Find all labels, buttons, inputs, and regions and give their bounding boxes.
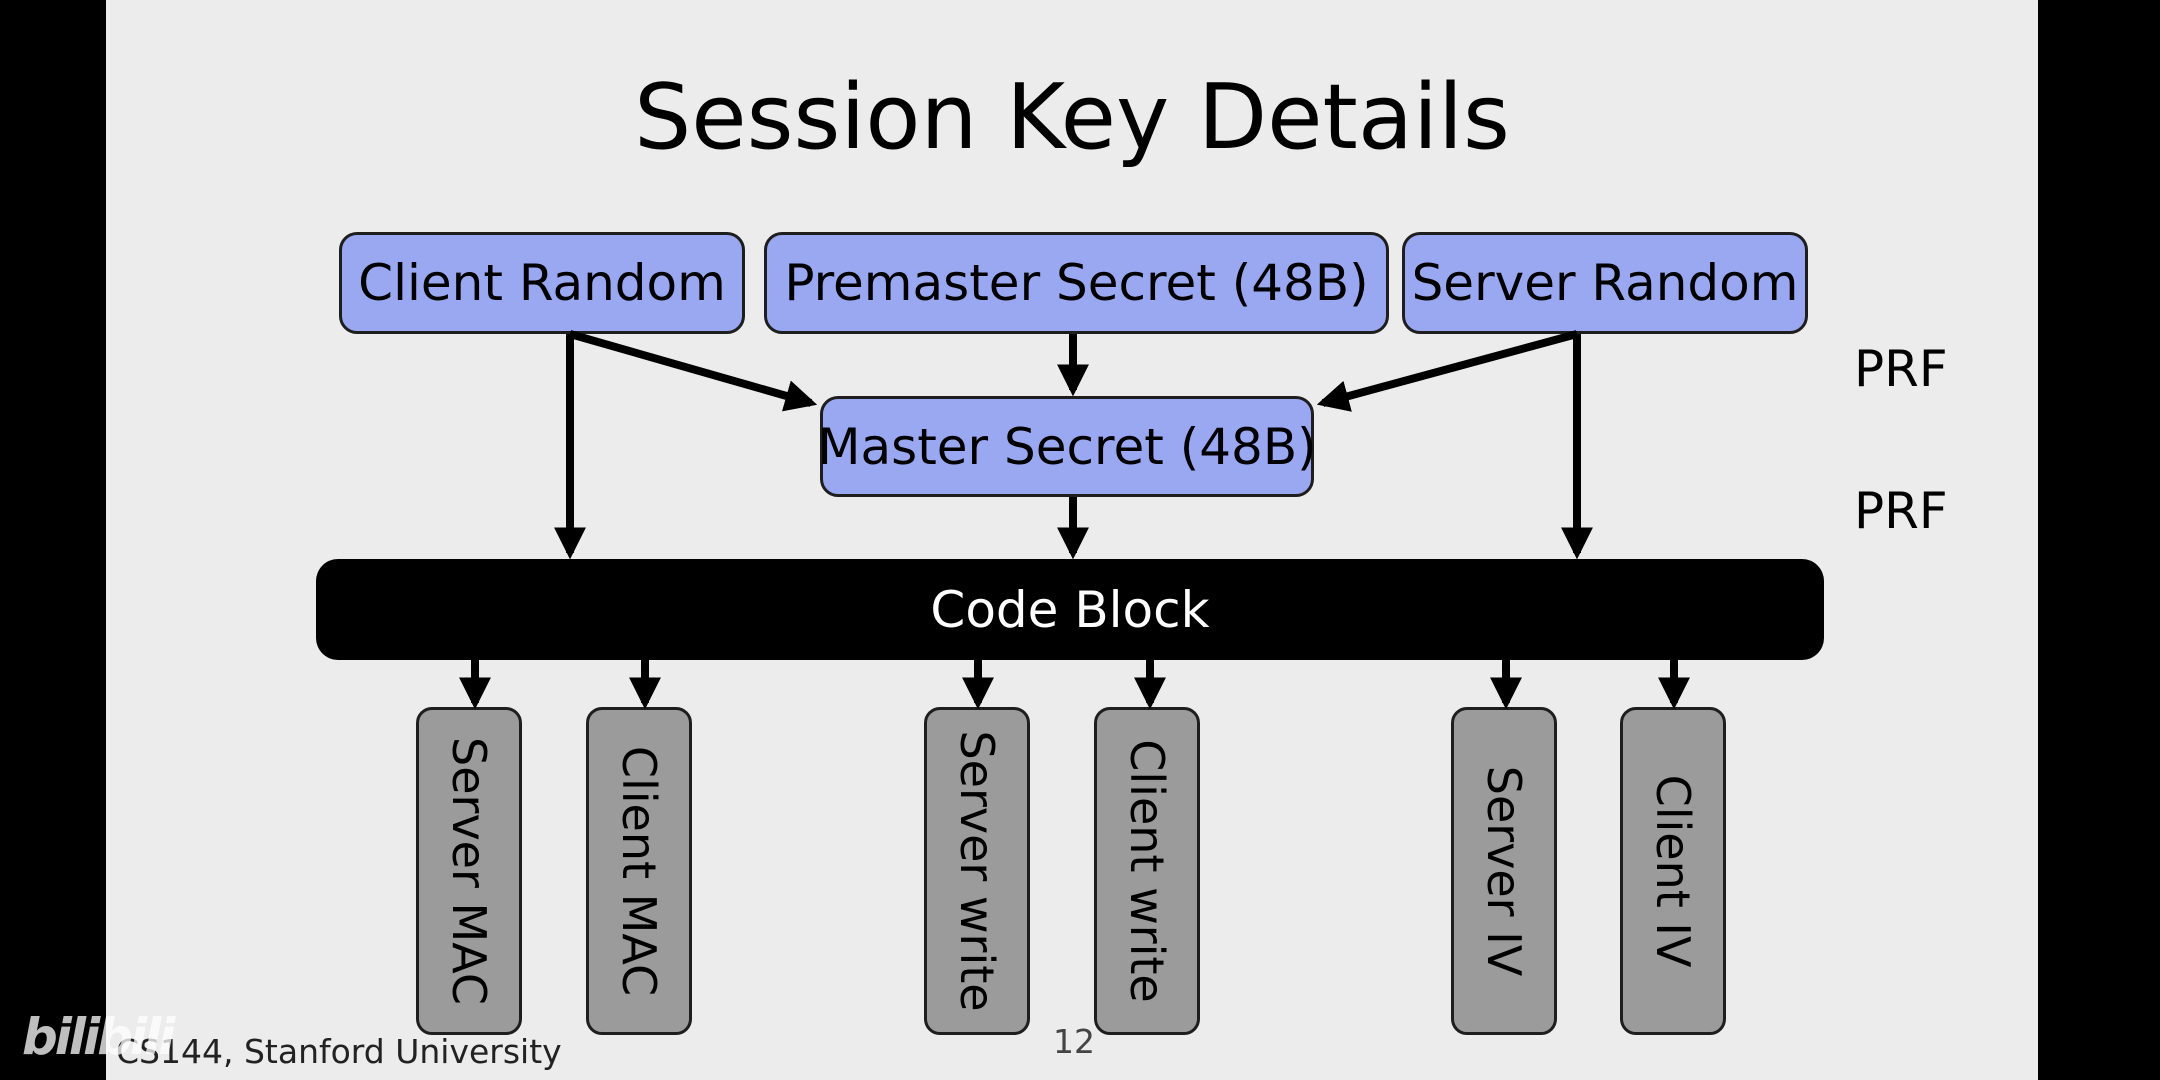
server-random-box: Server Random bbox=[1402, 232, 1808, 334]
slide-title: Session Key Details bbox=[634, 65, 1510, 170]
master-secret-box: Master Secret (48B) bbox=[817, 396, 1317, 497]
bilibili-logo: bilibili bbox=[22, 1008, 175, 1066]
prf-label-1: PRF bbox=[1854, 340, 1948, 398]
server-random-label: Server Random bbox=[1411, 254, 1799, 312]
footer-course: CS144, Stanford University bbox=[116, 1032, 562, 1071]
master-secret-label: Master Secret (48B) bbox=[817, 417, 1317, 476]
client-mac-box: Client MAC bbox=[586, 707, 692, 1035]
client-random-label: Client Random bbox=[358, 254, 726, 312]
code-block-label: Code Block bbox=[930, 580, 1210, 639]
client-iv-box: Client IV bbox=[1620, 707, 1726, 1035]
arrow-server-to-master bbox=[1316, 330, 1579, 412]
connector-arrows bbox=[459, 330, 1690, 710]
arrow-client-to-master bbox=[568, 330, 818, 412]
server-mac-box: Server MAC bbox=[416, 707, 522, 1035]
page-number: 12 bbox=[1053, 1022, 1095, 1061]
prf-label-2: PRF bbox=[1854, 482, 1948, 540]
client-random-box: Client Random bbox=[339, 232, 745, 334]
client-write-box: Client write bbox=[1094, 707, 1200, 1035]
slide: Session Key Details Client Random Premas… bbox=[106, 0, 2038, 1080]
code-block: Code Block bbox=[316, 559, 1824, 660]
premaster-secret-box: Premaster Secret (48B) bbox=[764, 232, 1389, 334]
premaster-secret-label: Premaster Secret (48B) bbox=[784, 254, 1369, 312]
